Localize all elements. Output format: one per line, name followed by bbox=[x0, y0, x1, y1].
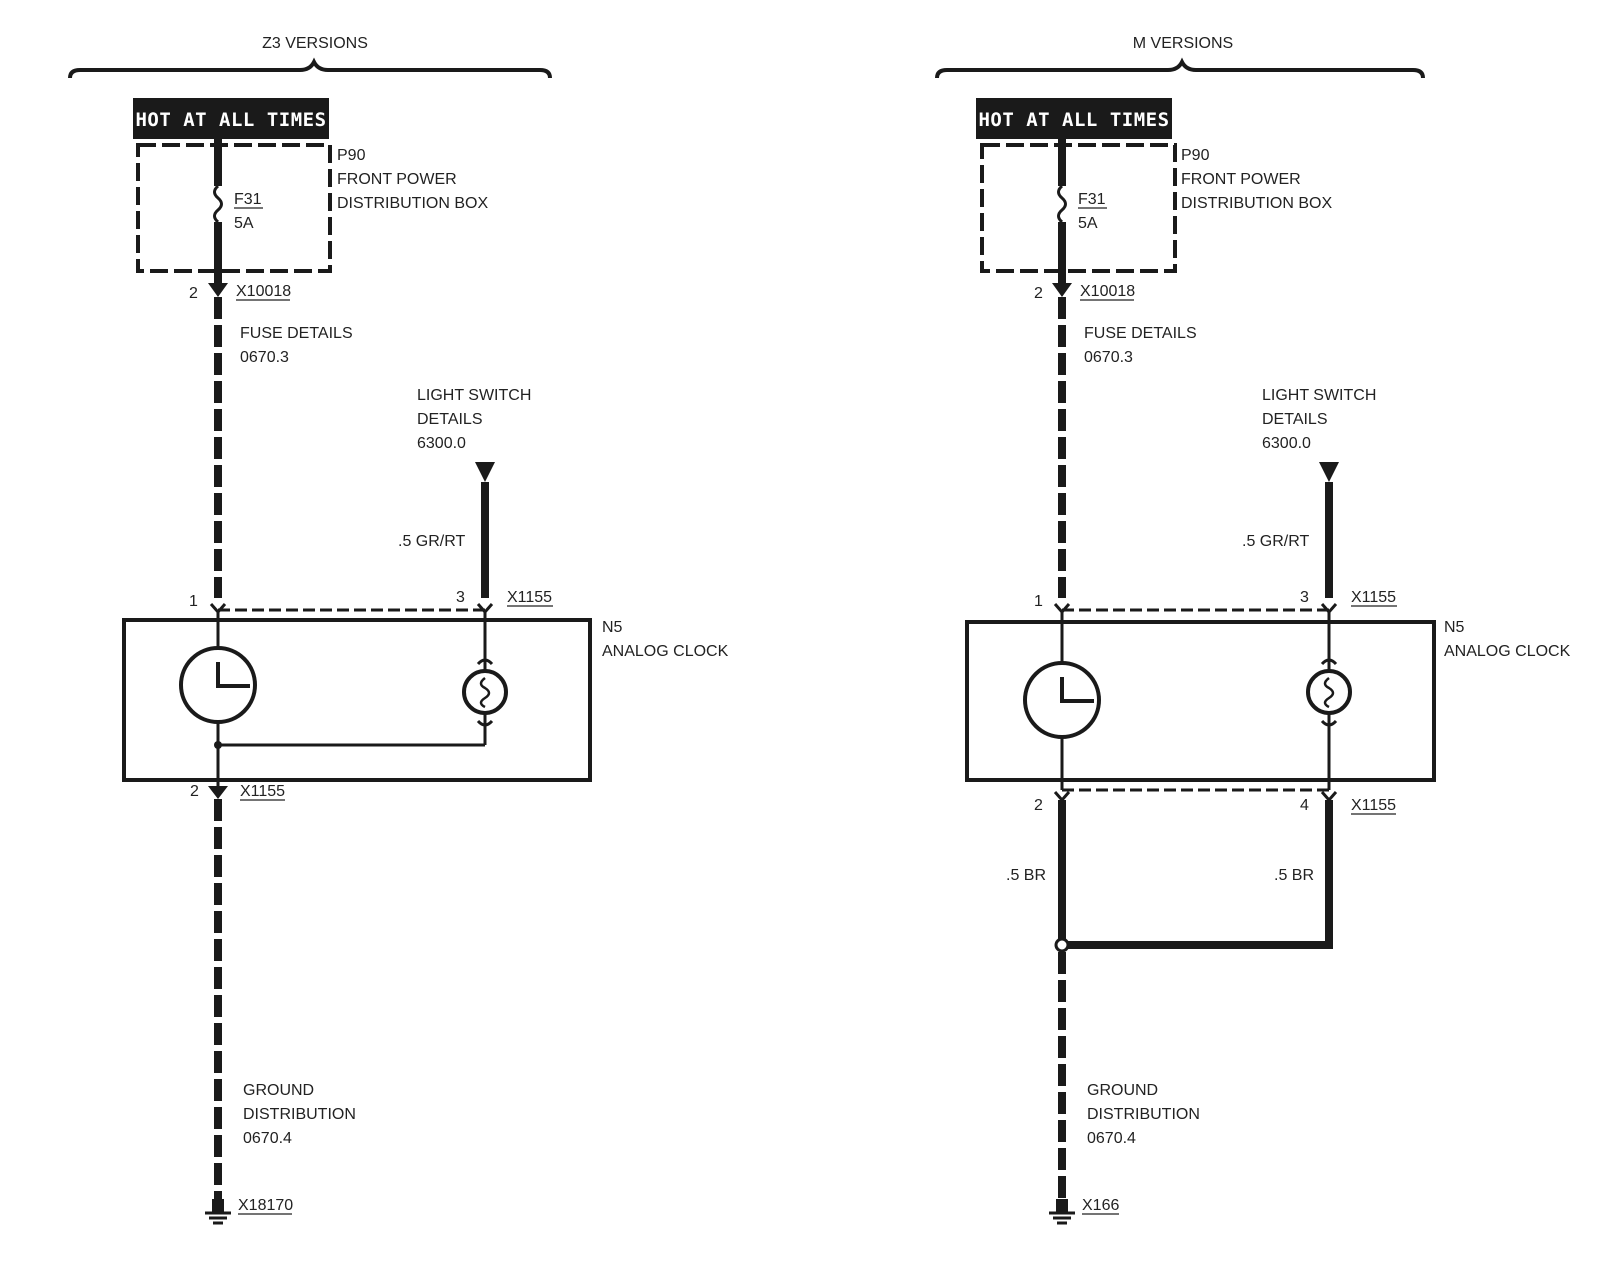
distribution-box-label: DISTRIBUTION BOX bbox=[1181, 195, 1332, 212]
section-brace bbox=[935, 57, 1425, 79]
connector-pin-bottom-icon bbox=[208, 786, 228, 799]
connector-x1155-top-label: X1155 bbox=[507, 589, 552, 606]
pin-1-label: 1 bbox=[189, 593, 198, 610]
hot-at-all-times-banner bbox=[976, 98, 1172, 139]
clock-hands-icon bbox=[1060, 677, 1094, 703]
pin-4-terminal-icon bbox=[1320, 791, 1338, 803]
hot-at-all-times-label: HOT AT ALL TIMES bbox=[978, 109, 1169, 131]
analog-clock-label: ANALOG CLOCK bbox=[1444, 643, 1571, 660]
lamp-terminal-top-icon bbox=[476, 658, 494, 666]
fuse-id-label: F31 bbox=[234, 191, 262, 208]
ground-symbol-icon bbox=[212, 1199, 224, 1212]
ground-ref: 0670.4 bbox=[1087, 1130, 1136, 1147]
fuse-rating-label: 5A bbox=[1078, 215, 1098, 232]
analog-clock-label: ANALOG CLOCK bbox=[602, 643, 729, 660]
wire-br-right-label: .5 BR bbox=[1274, 867, 1314, 884]
panel-title: Z3 VERSIONS bbox=[262, 35, 368, 52]
wire-gr-rt-label: .5 GR/RT bbox=[1242, 533, 1310, 550]
lamp-filament-icon bbox=[1323, 677, 1335, 709]
light-switch-label: LIGHT SWITCH bbox=[1262, 387, 1376, 404]
fuse-details-label: FUSE DETAILS bbox=[240, 325, 353, 342]
hot-at-all-times-banner bbox=[133, 98, 329, 139]
light-switch-arrow-icon bbox=[1319, 462, 1339, 482]
lamp-terminal-bottom-icon bbox=[476, 719, 494, 727]
m-versions-panel: M VERSIONS HOT AT ALL TIMES P90 FRONT PO… bbox=[935, 35, 1571, 1225]
light-switch-ref: 6300.0 bbox=[417, 435, 466, 452]
p90-label: P90 bbox=[1181, 147, 1210, 164]
wire-gr-rt-label: .5 GR/RT bbox=[398, 533, 466, 550]
pin-1-label: 1 bbox=[1034, 593, 1043, 610]
pin-2-top-label: 2 bbox=[1034, 285, 1043, 302]
ground-label: GROUND bbox=[1087, 1082, 1158, 1099]
light-switch-label: LIGHT SWITCH bbox=[417, 387, 531, 404]
panel-title: M VERSIONS bbox=[1133, 35, 1233, 52]
pin-2-bottom-label: 2 bbox=[1034, 797, 1043, 814]
wire-br-left-label: .5 BR bbox=[1006, 867, 1046, 884]
analog-clock-module-box bbox=[122, 618, 592, 782]
distribution-box-label: DISTRIBUTION BOX bbox=[337, 195, 488, 212]
fuse-icon bbox=[1057, 184, 1067, 224]
lamp-filament-icon bbox=[479, 677, 491, 709]
power-distribution-box-outline bbox=[980, 143, 1177, 273]
ground-distribution-label: DISTRIBUTION bbox=[1087, 1106, 1200, 1123]
splice-dot-icon bbox=[1054, 937, 1070, 953]
p90-label: P90 bbox=[337, 147, 366, 164]
ground-distribution-label: DISTRIBUTION bbox=[243, 1106, 356, 1123]
n5-label: N5 bbox=[1444, 619, 1465, 636]
pin-3-label: 3 bbox=[1300, 589, 1309, 606]
lamp-terminal-top-icon bbox=[1320, 658, 1338, 666]
fuse-id-label: F31 bbox=[1078, 191, 1106, 208]
front-power-label: FRONT POWER bbox=[1181, 171, 1301, 188]
ground-connector-label: X18170 bbox=[238, 1197, 293, 1214]
connector-pin-icon bbox=[208, 283, 228, 297]
fuse-rating-label: 5A bbox=[234, 215, 254, 232]
connector-x1155-bottom-label: X1155 bbox=[1351, 797, 1396, 814]
connector-x1155-bottom-label: X1155 bbox=[240, 783, 285, 800]
clock-hands-icon bbox=[216, 662, 250, 688]
connector-x10018-label: X10018 bbox=[1080, 283, 1135, 300]
pin-2-terminal-icon bbox=[1053, 791, 1071, 803]
light-switch-arrow-icon bbox=[475, 462, 495, 482]
z3-versions-panel: Z3 VERSIONS HOT AT ALL TIMES P90 FRONT P… bbox=[68, 35, 729, 1225]
ground-ref: 0670.4 bbox=[243, 1130, 292, 1147]
ground-symbol-icon bbox=[1056, 1199, 1068, 1212]
fuse-icon bbox=[213, 184, 223, 224]
light-switch-ref: 6300.0 bbox=[1262, 435, 1311, 452]
n5-label: N5 bbox=[602, 619, 623, 636]
fuse-details-ref: 0670.3 bbox=[1084, 349, 1133, 366]
connector-x10018-label: X10018 bbox=[236, 283, 291, 300]
pin-2-top-label: 2 bbox=[189, 285, 198, 302]
section-brace bbox=[68, 57, 552, 79]
pin-4-bottom-label: 4 bbox=[1300, 797, 1309, 814]
lamp-bulb-icon bbox=[462, 669, 508, 715]
pin-2-bottom-label: 2 bbox=[190, 783, 199, 800]
fuse-details-ref: 0670.3 bbox=[240, 349, 289, 366]
power-distribution-box-outline bbox=[136, 143, 332, 273]
lamp-terminal-bottom-icon bbox=[1320, 719, 1338, 727]
ground-connector-label: X166 bbox=[1082, 1197, 1119, 1214]
connector-pin-icon bbox=[1052, 283, 1072, 297]
hot-at-all-times-label: HOT AT ALL TIMES bbox=[135, 109, 326, 131]
connector-x1155-top-label: X1155 bbox=[1351, 589, 1396, 606]
lamp-bulb-icon bbox=[1306, 669, 1352, 715]
fuse-details-label: FUSE DETAILS bbox=[1084, 325, 1197, 342]
ground-label: GROUND bbox=[243, 1082, 314, 1099]
front-power-label: FRONT POWER bbox=[337, 171, 457, 188]
analog-clock-module-box bbox=[965, 620, 1436, 782]
light-switch-details-label: DETAILS bbox=[417, 411, 483, 428]
light-switch-details-label: DETAILS bbox=[1262, 411, 1328, 428]
pin-3-label: 3 bbox=[456, 589, 465, 606]
